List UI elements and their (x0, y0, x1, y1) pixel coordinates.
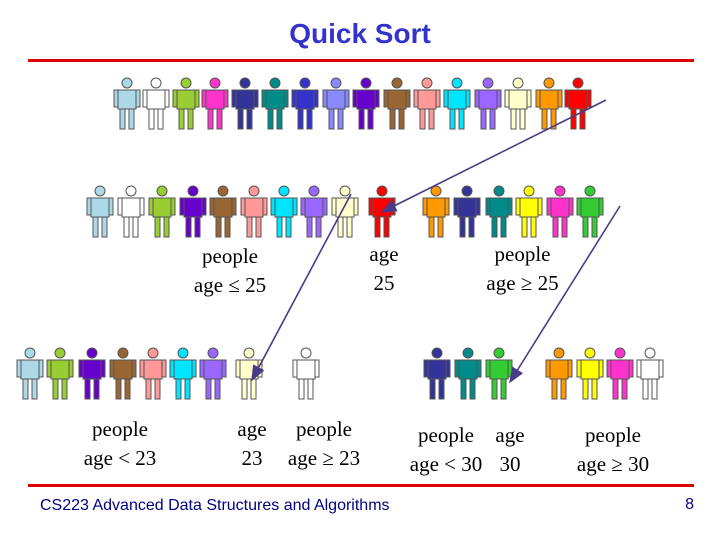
person-figure (383, 77, 411, 130)
person-figure (443, 77, 471, 130)
label-row3-c: people age ≥ 23 (278, 415, 370, 473)
label-row3-e-line2: 30 (499, 452, 521, 476)
person-figure (16, 347, 44, 400)
person-figure (331, 185, 359, 238)
title-rule (28, 59, 694, 62)
label-row2-left: people age ≤ 25 (160, 242, 300, 300)
person-figure (322, 77, 350, 130)
row-3-second-partition (16, 347, 664, 400)
label-row2-mid-line2: 25 (373, 271, 395, 295)
person-figure (413, 77, 441, 130)
person-figure (117, 185, 145, 238)
label-row3-a: people age < 23 (60, 415, 180, 473)
label-row2-right: people age ≥ 25 (450, 240, 595, 298)
label-row3-d-line2: age < 30 (409, 452, 483, 476)
footer-rule (28, 484, 694, 487)
person-figure (291, 77, 319, 130)
label-row3-b: age 23 (226, 415, 278, 473)
page-number: 8 (685, 496, 694, 513)
person-figure (46, 347, 74, 400)
label-row3-d: people age < 30 (398, 421, 494, 479)
person-figure (423, 347, 451, 400)
label-row3-f-line1: people (585, 423, 641, 447)
person-figure (352, 77, 380, 130)
person-figure (453, 185, 481, 238)
person-figure (142, 77, 170, 130)
person-figure (78, 347, 106, 400)
person-figure (545, 347, 573, 400)
person-figure (240, 185, 268, 238)
person-figure (235, 347, 263, 400)
label-row3-f: people age ≥ 30 (560, 421, 666, 479)
label-row3-a-line1: people (92, 417, 148, 441)
label-row3-e-line1: age (495, 423, 525, 447)
person-figure (636, 347, 664, 400)
person-figure (504, 77, 532, 130)
person-figure (576, 347, 604, 400)
row-1-all-people (113, 77, 592, 130)
label-row3-e: age 30 (490, 421, 530, 479)
label-row2-left-line1: people (202, 244, 258, 268)
row-2-first-partition (86, 185, 604, 238)
person-figure (535, 77, 563, 130)
person-figure (454, 347, 482, 400)
slide-title: Quick Sort (289, 18, 431, 49)
person-figure (300, 185, 328, 238)
person-figure (179, 185, 207, 238)
label-row3-b-line1: age (237, 417, 267, 441)
arrow-pivot-25 (380, 99, 607, 213)
person-figure (172, 77, 200, 130)
person-figure (546, 185, 574, 238)
person-figure (564, 77, 592, 130)
footer-course-title: CS223 Advanced Data Structures and Algor… (40, 497, 390, 514)
person-figure (169, 347, 197, 400)
person-figure (485, 347, 513, 400)
person-figure (422, 185, 450, 238)
label-row3-f-line2: age ≥ 30 (576, 452, 650, 476)
person-figure (209, 185, 237, 238)
label-row2-mid: age 25 (350, 240, 418, 298)
label-row2-right-line2: age ≥ 25 (486, 271, 559, 295)
label-row2-left-line2: age ≤ 25 (193, 273, 267, 297)
person-figure (86, 185, 114, 238)
person-figure (139, 347, 167, 400)
person-figure (292, 347, 320, 400)
arrow-pivot-23 (251, 193, 352, 382)
person-figure (261, 77, 289, 130)
person-figure (576, 185, 604, 238)
person-figure (113, 77, 141, 130)
person-figure (474, 77, 502, 130)
label-row3-c-line2: age ≥ 23 (287, 446, 361, 470)
person-figure (201, 77, 229, 130)
person-figure (148, 185, 176, 238)
person-figure (515, 185, 543, 238)
person-figure (231, 77, 259, 130)
label-row3-a-line2: age < 23 (83, 446, 157, 470)
person-figure (485, 185, 513, 238)
person-figure (199, 347, 227, 400)
person-figure (109, 347, 137, 400)
label-row3-c-line1: people (296, 417, 352, 441)
label-row3-b-line2: 23 (241, 446, 263, 470)
label-row2-mid-line1: age (369, 242, 399, 266)
person-figure (270, 185, 298, 238)
person-figure (606, 347, 634, 400)
arrow-pivot-30 (509, 205, 621, 384)
label-row3-d-line1: people (418, 423, 474, 447)
label-row2-right-line1: people (494, 242, 551, 266)
